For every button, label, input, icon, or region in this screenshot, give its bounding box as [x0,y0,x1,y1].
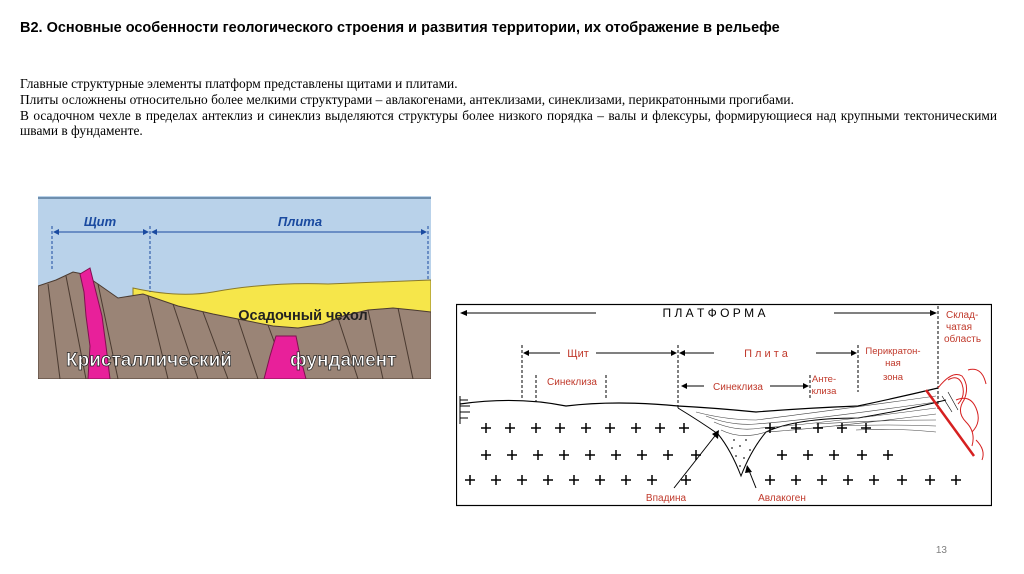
fold-area-label-1: Склад- [946,310,978,321]
depression-label: Впадина [646,493,687,504]
syneclise-label-2: Синеклиза [713,382,763,393]
fold-area-hatching [937,368,987,461]
basement-label-1: Кристаллический [66,350,232,371]
fold-area-label-3: область [944,333,981,345]
syneclise-label-1: Синеклиза [547,377,597,388]
ground-surface [459,387,939,413]
extent-arrowheads [53,229,427,235]
platform-extent [462,306,939,410]
platform-arrow-right [930,310,937,316]
platform-label: П Л А Т Ф О Р М А [663,306,766,320]
anteclise-label-1: Анте- [812,374,836,385]
extent-markers [51,226,429,292]
page-number: 13 [935,545,947,556]
magma-intrusion-right [263,335,307,379]
basement-crosses [465,423,961,485]
anteclise-label-2: клиза [812,386,837,397]
magma-intrusion-left [79,267,111,379]
slide-title: В2. Основные особенности геологического … [20,20,780,36]
depression-arrowhead [712,430,719,439]
plate-label: П л и т а [744,348,789,360]
fold-area-strokes [941,391,959,413]
aulacogen-arrowhead [745,465,752,473]
platform-arrow-left [460,310,467,316]
shield-label: Щит [84,214,117,229]
shield-plate-extent [521,345,859,410]
paragraph-1: Главные структурные элементы платформ пр… [20,76,458,91]
sediment-layers [695,395,937,436]
shield-plate-diagram: Щит Плита Осадочный чехол Кристаллически… [38,196,431,379]
pericraton-label-2: ная [885,358,901,369]
fault-line [924,389,976,457]
shield-edge-hatch [459,396,470,424]
platform-structure-diagram: П Л А Т Ф О Р М А Склад- чатая область Щ… [456,303,992,507]
shield-plate-arrowheads [523,350,857,356]
pericraton-label-1: Перикратон- [865,346,920,357]
fold-area-label-2: чатая [946,322,972,333]
shield-label: Щит [567,348,589,360]
diagram-frame [456,303,992,507]
syneclise-arrowheads [681,383,809,389]
paragraph-2: Плиты осложнены относительно более мелки… [20,91,794,107]
paragraph-3: В осадочном чехле в пределах антеклиз и … [20,107,997,139]
basement-label-2: фундамент [290,350,396,371]
syneclise-extent [535,375,811,402]
pericraton-label-3: зона [883,372,904,383]
body-text: Главные структурные элементы платформ пр… [20,76,997,139]
cover-label: Осадочный чехол [238,308,368,324]
aulacogen-label: Авлакоген [758,493,806,504]
aulacogen-infill [731,439,751,467]
plate-label: Плита [278,214,322,229]
